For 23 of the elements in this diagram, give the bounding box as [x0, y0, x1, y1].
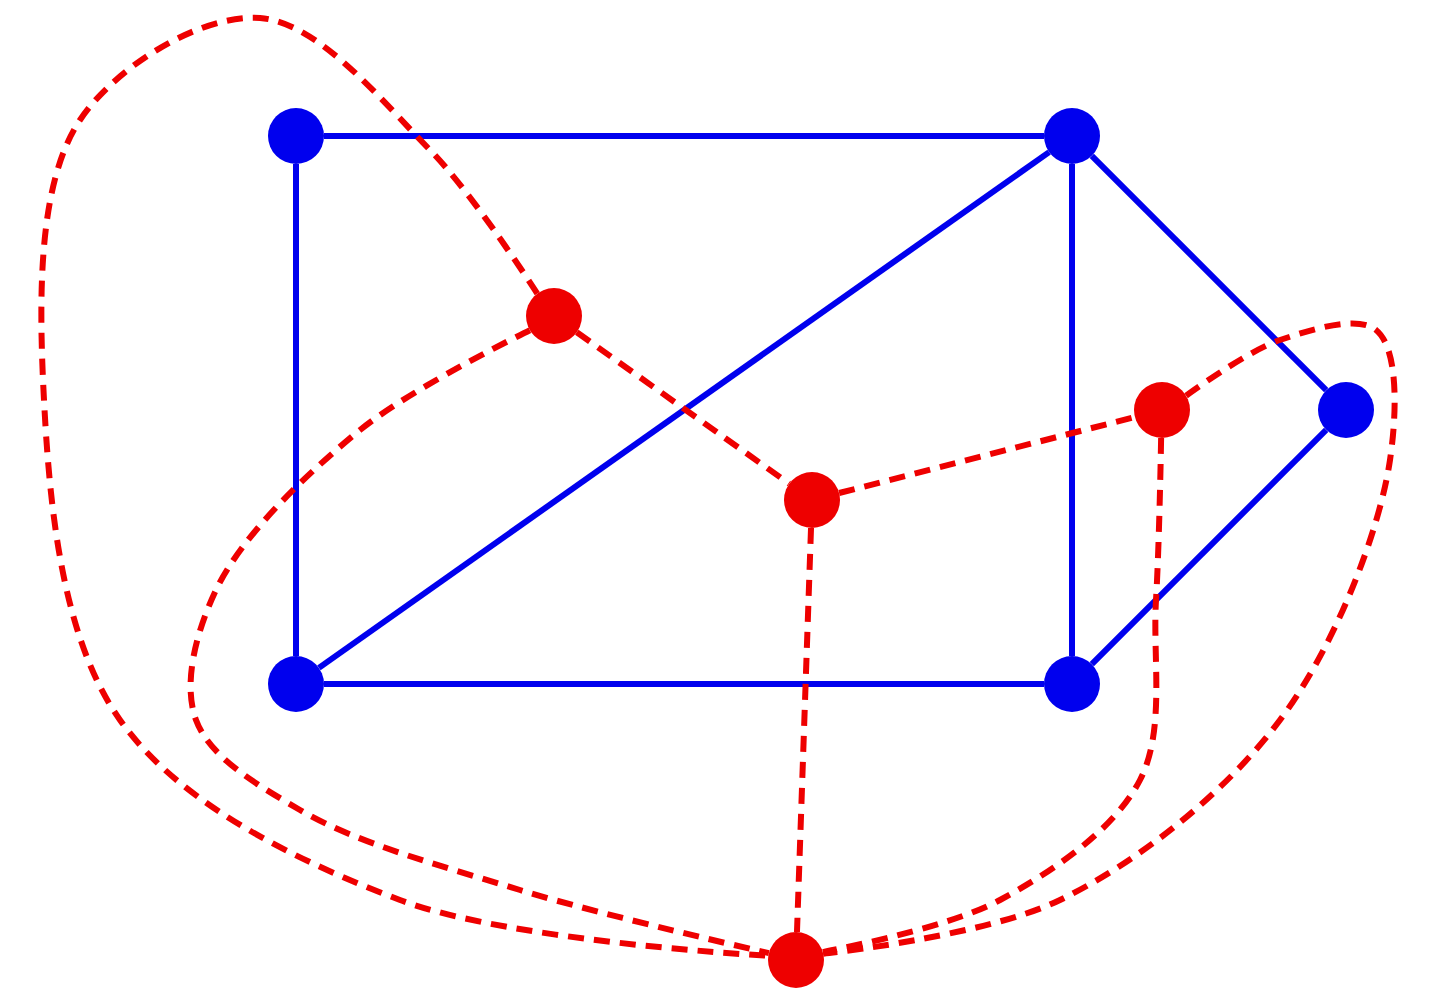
dashed-edge	[187, 327, 770, 957]
edge-line	[1089, 427, 1329, 667]
dashed-edge	[793, 527, 815, 933]
edge-line	[324, 681, 1044, 687]
edge-line	[324, 133, 1044, 139]
vertex-dot	[268, 108, 324, 164]
vertex-dot	[784, 472, 840, 528]
vertex-dot	[268, 656, 324, 712]
vertex-dot	[1044, 656, 1100, 712]
dashed-edge	[575, 329, 791, 487]
dashed-edge	[838, 414, 1136, 496]
vertex-dot	[1134, 382, 1190, 438]
edge-line	[1089, 153, 1329, 393]
vertex-dot	[768, 932, 824, 988]
vertex-dot	[1318, 382, 1374, 438]
vertex-dot	[526, 288, 582, 344]
edge-line	[293, 164, 299, 656]
edge-line	[317, 149, 1051, 671]
dashed-edge	[822, 320, 1398, 957]
vertex-dot	[1044, 108, 1100, 164]
edge-line	[1069, 164, 1075, 656]
dashed-edge	[822, 437, 1165, 956]
dashed-edge	[38, 15, 769, 959]
